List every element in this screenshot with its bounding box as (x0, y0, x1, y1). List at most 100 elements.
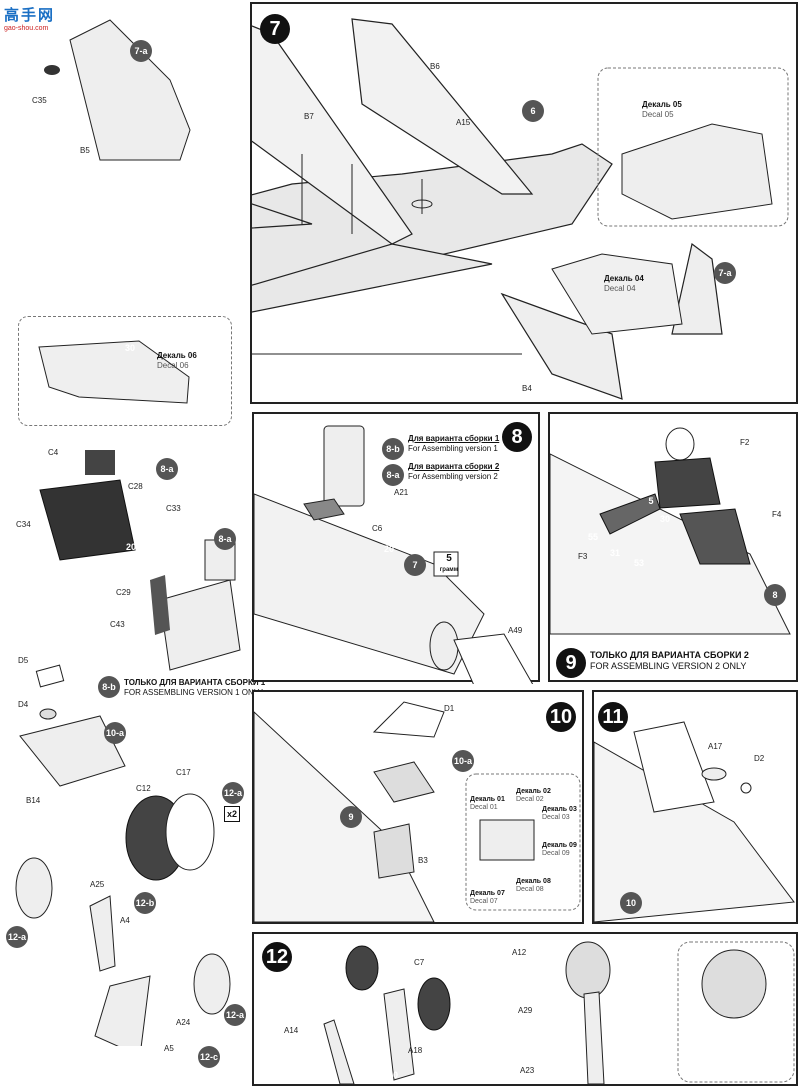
step-11-canopy-drawing (594, 721, 795, 923)
paint-code-star: 55 (756, 526, 782, 548)
paint-code-star: 35 (96, 836, 122, 858)
part-a5: A5 (164, 1044, 174, 1053)
step-11-panel: 11 A17 5 D2 10 (592, 690, 798, 924)
part-f3: F3 (578, 552, 588, 561)
part-c43: C43 (110, 620, 125, 629)
paint-code-star: 30 (372, 500, 398, 522)
subassembly-8b-badge: 8-b (382, 438, 404, 460)
part-d5: D5 (18, 656, 29, 665)
part-a18: A18 (408, 1046, 423, 1055)
paint-code-star: 20 (444, 966, 470, 988)
paint-code-star: 20 (88, 816, 114, 838)
part-c28: C28 (128, 482, 143, 491)
subassembly-8a-badge: 8-a (382, 464, 404, 486)
part-b14: B14 (26, 796, 41, 805)
subassembly-7a-badge: 7-a (714, 262, 736, 284)
nose-section-drawing (38, 340, 190, 404)
part-d2: D2 (754, 754, 765, 763)
step-8-cockpit-drawing (254, 425, 534, 684)
subassembly-10a-badge: 10-a (452, 750, 474, 772)
part-d1: D1 (444, 704, 455, 713)
paint-code-star: 35 (452, 984, 478, 1006)
part-a29: A29 (518, 1006, 533, 1015)
part-b3: B3 (418, 856, 428, 865)
paint-code-star: 20 (696, 430, 722, 452)
part-a15: A15 (456, 118, 471, 127)
paint-code-star: 17 (626, 430, 652, 452)
part-c6: C6 (372, 524, 383, 533)
step-8-number: 8 (502, 422, 532, 452)
paint-code-star: 5 (66, 938, 92, 960)
part-f2: F2 (740, 438, 750, 447)
paint-code-star: 55 (626, 448, 652, 470)
subassembly-12c-badge: 12-c (198, 1046, 220, 1068)
paint-code-star: 30 (652, 508, 678, 530)
part-c12: C12 (136, 784, 151, 793)
subassembly-12b-badge: 12-b (134, 892, 156, 914)
watermark-url: gao-shou.com (4, 25, 49, 32)
part-a49: A49 (508, 626, 523, 635)
part-a12: A12 (512, 948, 527, 957)
paint-code-star: 5 (342, 994, 368, 1016)
subassembly-12a-badge: 12-a (224, 1004, 246, 1026)
subassembly-8b-badge: 8-b (98, 676, 120, 698)
step-10-number: 10 (546, 702, 576, 732)
paint-code-star: 20 (754, 558, 780, 580)
paint-code-star: 30 (117, 337, 143, 359)
paint-code-star: 20 (118, 536, 144, 558)
subassembly-8a-badge: 8-a (214, 528, 236, 550)
paint-code-star: 30 (120, 956, 146, 978)
paint-code-star: 35 (36, 938, 62, 960)
paint-code-star: 31 (726, 454, 752, 476)
subassembly-6-badge: 6 (522, 100, 544, 122)
subassembly-8a-badge: 8-a (156, 458, 178, 480)
subassembly-8-badge: 8 (764, 584, 786, 606)
step-9-pilot-drawing (550, 427, 791, 635)
paint-code-star: 12 (84, 628, 110, 650)
paint-code-star: 31 (124, 568, 150, 590)
step-12-number: 12 (262, 942, 292, 972)
part-c29: C29 (116, 588, 131, 597)
part-a23: A23 (520, 1066, 535, 1075)
part-c35: C35 (32, 96, 47, 105)
paint-code-star: 55 (580, 526, 606, 548)
step-12-panel: 12 C7 20 35 5 A14 A18 30 A12 A29 A23 (252, 932, 798, 1086)
paint-code-star: 30 (582, 232, 608, 254)
part-c4: C4 (48, 448, 59, 457)
paint-code-star: 30 (380, 1064, 406, 1086)
paint-code-star: 20 (50, 796, 76, 818)
part-f4: F4 (772, 510, 782, 519)
paint-code-star: 20 (4, 58, 30, 80)
landing-gear-parts-drawing (15, 664, 231, 1046)
subassembly-12a-badge: 12-a (6, 926, 28, 948)
part-b5: B5 (80, 146, 90, 155)
part-a21: A21 (394, 488, 409, 497)
paint-code-star: 53 (740, 472, 766, 494)
step-12-landing-gear-drawing (323, 941, 795, 1085)
part-a14: A14 (284, 1026, 299, 1035)
paint-code-star: 12 (744, 504, 770, 526)
part-c7: C7 (414, 958, 425, 967)
part-c33: C33 (166, 504, 181, 513)
subassembly-12a-badge: 12-a (222, 782, 244, 804)
paint-code-star: 31 (602, 542, 628, 564)
paint-code-star: 20 (376, 538, 402, 560)
part-d4: D4 (18, 700, 29, 709)
part-a24: A24 (176, 1018, 191, 1027)
paint-code-star: 5 (738, 728, 764, 750)
step-9-number: 9 (556, 648, 586, 678)
